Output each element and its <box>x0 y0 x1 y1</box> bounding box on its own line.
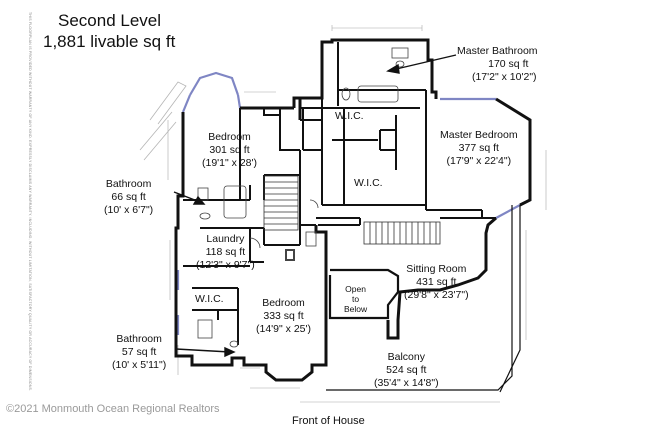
room-area: 524 sq ft <box>386 364 427 376</box>
room-label-bathroom-upper: Bathroom 66 sq ft (10' x 6'7") <box>104 178 153 217</box>
room-dims: (17'9" x 22'4") <box>446 155 512 167</box>
room-name: Master Bedroom <box>440 129 518 141</box>
room-label-wic-mid: W.I.C. <box>354 177 383 190</box>
room-dims: (19'1" x 28') <box>202 157 258 169</box>
room-dims: (10' x 5'11") <box>112 359 167 371</box>
room-dims: (17'2" x 10'2") <box>471 71 537 83</box>
room-area: 118 sq ft <box>205 246 246 258</box>
angled-bay-outlines <box>139 81 187 161</box>
room-name: Master Bathroom <box>457 45 538 57</box>
dimension-lines <box>167 25 547 403</box>
room-label-sitting-room: Sitting Room 431 sq ft (29'8" x 23'7") <box>404 263 469 302</box>
room-name: Bedroom <box>208 131 251 143</box>
room-name: Sitting Room <box>406 263 467 275</box>
room-dims: (12'3" x 9'7") <box>196 259 255 271</box>
room-area: 57 sq ft <box>121 346 157 358</box>
callout-arrows <box>173 54 457 358</box>
room-area: 333 sq ft <box>263 310 304 322</box>
level-title: Second Level <box>58 11 162 30</box>
disclaimer-text: THIS FLOORPLAN IS PROVIDED WITHOUT WARRA… <box>28 12 32 392</box>
room-area: 301 sq ft <box>209 144 250 156</box>
room-name: W.I.C. <box>195 293 224 305</box>
open-to-below-label: Open to Below <box>344 284 367 314</box>
room-label-balcony: Balcony 524 sq ft (35'4" x 14'8") <box>374 351 439 390</box>
room-name: Bathroom <box>105 178 152 190</box>
room-name: W.I.C. <box>354 177 383 189</box>
front-of-house-label: Front of House <box>292 415 365 427</box>
room-name: Bedroom <box>262 297 305 309</box>
open-to-below-void <box>328 268 400 320</box>
room-area: 170 sq ft <box>488 58 529 70</box>
room-area: 66 sq ft <box>111 191 146 203</box>
staircases <box>263 175 441 245</box>
room-dims: (14'9" x 25') <box>256 323 312 335</box>
room-label-master-bedroom: Master Bedroom 377 sq ft (17'9" x 22'4") <box>440 129 518 168</box>
room-label-master-bathroom: Master Bathroom 170 sq ft (17'2" x 10'2"… <box>457 45 538 84</box>
copyright-watermark: ©2021 Monmouth Ocean Regional Realtors <box>6 403 220 415</box>
room-label-wic-low: W.I.C. <box>195 293 224 306</box>
room-name: Balcony <box>387 351 425 363</box>
room-label-bedroom-lower: Bedroom 333 sq ft (14'9" x 25') <box>256 297 311 336</box>
room-name: Laundry <box>206 233 245 245</box>
balcony-outline <box>326 205 521 393</box>
room-dims: (35'4" x 14'8") <box>374 377 439 389</box>
room-dims: (29'8" x 23'7") <box>404 289 469 301</box>
livable-area: 1,881 livable sq ft <box>43 32 176 51</box>
open-line-3: Below <box>344 304 368 314</box>
fixtures <box>197 47 409 348</box>
room-name: W.I.C. <box>335 110 364 122</box>
room-area: 377 sq ft <box>458 142 499 154</box>
room-area: 431 sq ft <box>416 276 457 288</box>
room-label-bathroom-lower: Bathroom 57 sq ft (10' x 5'11") <box>112 333 166 372</box>
room-label-wic-top: W.I.C. <box>335 110 364 123</box>
open-line-1: Open <box>345 284 366 294</box>
room-dims: (10' x 6'7") <box>104 204 154 216</box>
open-line-2: to <box>352 294 360 304</box>
room-name: Bathroom <box>116 333 162 345</box>
room-label-bedroom-upper: Bedroom 301 sq ft (19'1" x 28') <box>202 131 257 170</box>
room-label-laundry: Laundry 118 sq ft (12'3" x 9'7") <box>196 233 255 272</box>
